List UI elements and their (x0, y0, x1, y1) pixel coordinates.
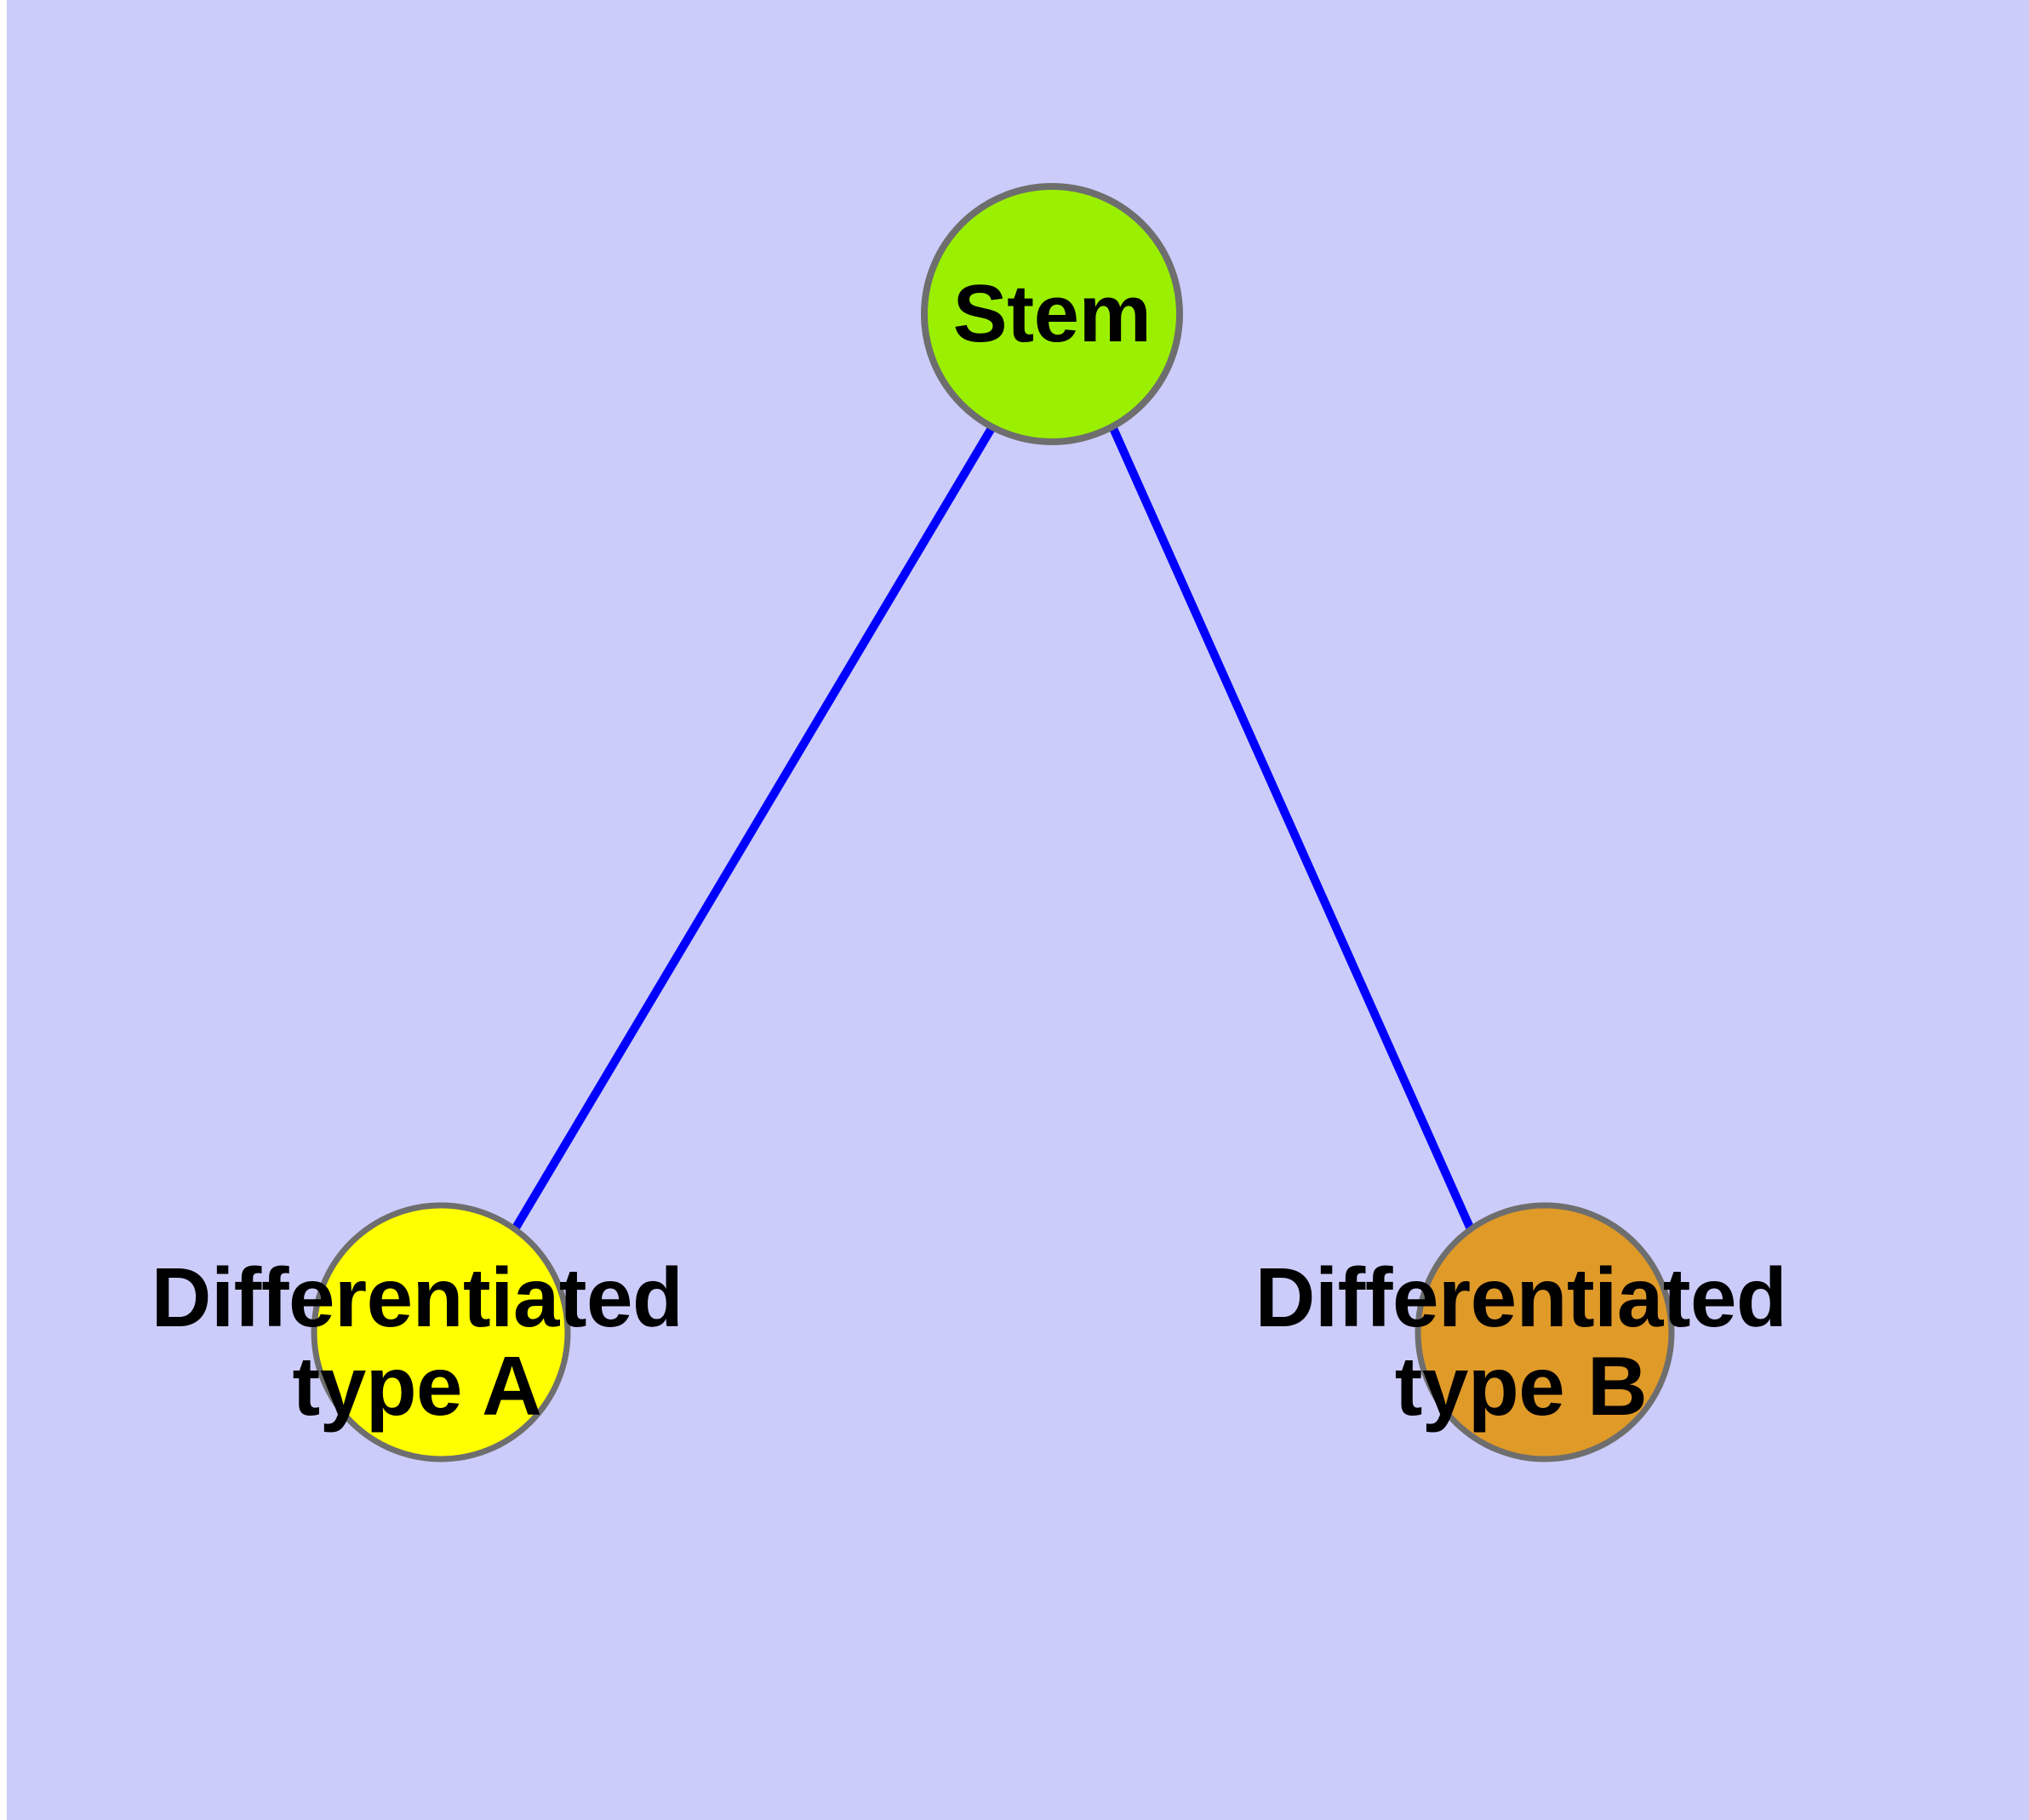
node-differentiated-type-b[interactable] (1415, 1202, 1675, 1462)
edge-stem-to-differentiated-type-b[interactable] (1109, 426, 1475, 1232)
edge-layer (511, 426, 1475, 1232)
node-differentiated-type-a[interactable] (311, 1202, 571, 1462)
node-stem[interactable] (921, 183, 1183, 445)
edge-stem-to-differentiated-type-a[interactable] (511, 426, 996, 1232)
node-layer (311, 183, 1675, 1462)
